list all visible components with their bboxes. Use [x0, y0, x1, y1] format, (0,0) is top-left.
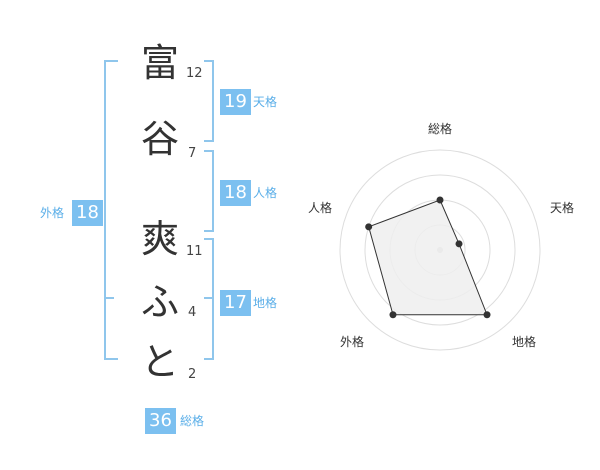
- fortune-radar-chart: [339, 149, 541, 351]
- jinkaku-value-badge: 18: [220, 180, 251, 206]
- radar-point-3: [483, 311, 491, 319]
- tenkaku-bracket: [204, 60, 214, 142]
- tenkaku-value-badge: 19: [220, 89, 251, 115]
- jinkaku-bracket: [204, 150, 214, 232]
- soukaku-value-badge: 36: [145, 408, 176, 434]
- radar-ring-3: [364, 174, 516, 326]
- gaikaku-bracket: [104, 60, 118, 360]
- bracket-tick-right: [204, 297, 214, 299]
- chikaku-value-badge: 17: [220, 290, 251, 316]
- bracket-tick-left: [104, 297, 114, 299]
- stroke-count-1: 12: [186, 66, 203, 81]
- name-char-3: 爽: [140, 217, 179, 261]
- radar-axis-label-soukaku: 総格: [428, 122, 453, 136]
- chikaku-label: 地格: [253, 296, 278, 310]
- radar-ring-4: [339, 149, 541, 351]
- name-char-2: 谷: [140, 117, 179, 161]
- stroke-count-3: 11: [186, 244, 203, 259]
- radar-axis-label-gaikaku: 外格: [340, 335, 365, 349]
- radar-point-1: [436, 196, 444, 204]
- stroke-count-4: 4: [188, 305, 197, 320]
- name-char-5: と: [140, 340, 179, 384]
- radar-point-2: [455, 240, 463, 248]
- stroke-count-2: 7: [188, 146, 197, 161]
- radar-point-5: [365, 223, 373, 231]
- soukaku-label: 総格: [180, 414, 205, 428]
- radar-axis-label-jinkaku: 人格: [308, 201, 333, 215]
- tenkaku-label: 天格: [253, 95, 278, 109]
- gaikaku-label: 外格: [40, 206, 65, 220]
- name-char-4: ふ: [140, 280, 179, 324]
- radar-axis-label-chikaku: 地格: [512, 335, 537, 349]
- stroke-count-5: 2: [188, 367, 197, 382]
- radar-point-4: [389, 311, 397, 319]
- name-char-1: 富: [140, 41, 179, 85]
- radar-area: [368, 199, 488, 316]
- jinkaku-label: 人格: [253, 186, 278, 200]
- gaikaku-value-badge: 18: [72, 200, 103, 226]
- chikaku-bracket: [204, 238, 214, 360]
- radar-axis-label-tenkaku: 天格: [550, 201, 575, 215]
